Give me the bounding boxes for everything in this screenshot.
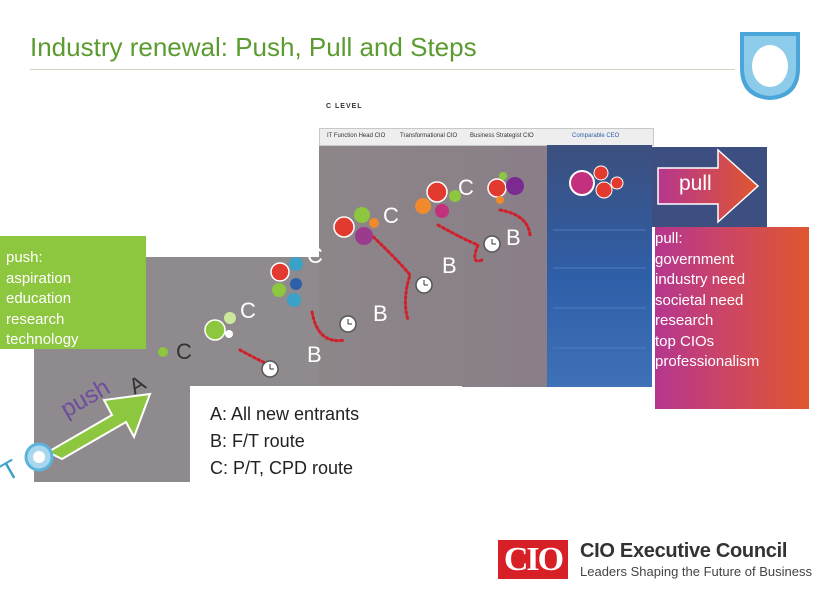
column-label-business-strategist: Business Strategist CIO [470, 133, 534, 139]
push-box [0, 236, 146, 349]
slide-title: Industry renewal: Push, Pull and Steps [30, 32, 477, 62]
route-letter-c-3: C [307, 243, 323, 268]
clock-icon-2 [339, 315, 357, 333]
route-letter-c-1: C [176, 339, 192, 364]
footer-council-name: CIO Executive Council [580, 540, 788, 562]
clock-icon-4 [483, 235, 501, 253]
push-arrow-icon [45, 392, 152, 461]
title-divider [30, 69, 735, 70]
pull-item-professionalism: professionalism [655, 353, 760, 370]
cio-logo: CIO [498, 540, 568, 579]
bubble-cluster-step-6 [487, 172, 524, 204]
bubble-cluster-step-2 [204, 312, 236, 341]
pull-arrow-icon [657, 148, 760, 224]
column-label-comparable-ceo: Comparable CEO [572, 133, 620, 139]
university-logo [740, 32, 800, 100]
ring-logo-icon [24, 442, 54, 472]
bubble-cluster-step-4 [333, 207, 379, 245]
ceo-column-lines [553, 229, 646, 349]
legend-route-c: C: P/T, CPD route [210, 458, 354, 478]
bubble-cluster-ceo [569, 165, 624, 199]
legend-route-a: A: All new entrants [210, 404, 360, 424]
column-label-it-function-head: IT Function Head CIO [327, 133, 386, 139]
route-letter-b-1: B [307, 342, 322, 367]
route-letter-b-3: B [442, 253, 457, 278]
route-letter-c-2: C [240, 298, 256, 323]
pull-box [655, 227, 809, 409]
clock-icon-3 [415, 276, 433, 294]
clock-icon-1 [261, 360, 279, 378]
bubble-cluster-step-5 [415, 181, 461, 218]
pull-item-societal-need: societal need [655, 291, 744, 309]
push-heading: push: [6, 249, 43, 266]
pull-item-top-cios: top CIOs [655, 332, 715, 350]
push-item-education: education [6, 290, 72, 307]
pull-item-government: government [655, 250, 735, 268]
push-item-technology: technology [6, 331, 79, 348]
bubble-cluster-step-3 [270, 257, 303, 307]
push-item-aspiration: aspiration [6, 269, 72, 287]
pull-item-research: research [655, 312, 714, 329]
route-letter-c-4: C [383, 203, 399, 228]
column-label-transformational: Transformational CIO [400, 133, 458, 139]
bubble-cluster-step-1 [158, 347, 168, 357]
pull-item-industry-need: industry need [655, 271, 746, 288]
push-list: push: aspiration education research tech… [6, 248, 79, 351]
legend-route-b: B: F/T route [210, 431, 305, 451]
pull-heading: pull: government industry need societal … [655, 229, 759, 373]
route-letter-c-5: C [458, 175, 474, 200]
pull-arrow-label: pull [679, 172, 712, 195]
footer-tagline: Leaders Shaping the Future of Business [580, 564, 812, 579]
route-letter-b-2: B [373, 301, 388, 326]
c-level-header: C LEVEL [326, 103, 363, 110]
push-item-research: research [6, 310, 65, 328]
column-header-bar [319, 128, 654, 146]
pull-heading-label: pull: [655, 230, 683, 247]
route-letter-b-4: B [506, 225, 521, 250]
route-legend-box [190, 386, 462, 482]
